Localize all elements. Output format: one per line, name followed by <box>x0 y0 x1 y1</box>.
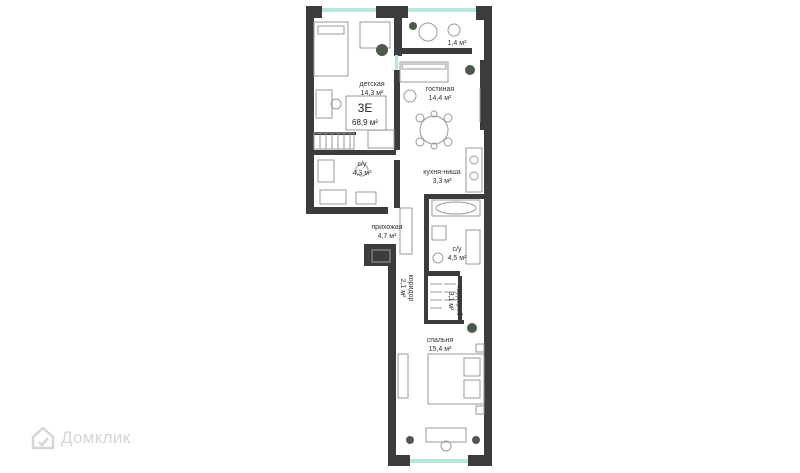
room-label-bath2: с/у 4,5 м² <box>442 245 472 263</box>
room-name: коридор <box>407 274 414 302</box>
room-name: с/у <box>452 246 462 253</box>
room-label-living: гостиная 14,4 м² <box>418 85 462 103</box>
room-label-bedroom: спальня 15,4 м² <box>418 336 462 354</box>
room-label-kids: детская 14,3 м² <box>350 80 394 98</box>
windows <box>322 8 476 463</box>
room-label-corridor: коридор 2,1 м² <box>398 268 414 308</box>
apartment-type: 3Е <box>357 101 373 115</box>
watermark: Домклик <box>30 425 130 451</box>
room-area: 14,4 м² <box>428 95 452 102</box>
room-label-balcony: 1,4 м² <box>440 39 474 48</box>
room-label-bath1: с/у 4,3 м² <box>340 160 384 178</box>
apartment-total-area: 68,9 м² <box>352 118 378 127</box>
room-label-kitchen: кухня-ниша 3,3 м² <box>412 168 472 186</box>
plants <box>376 22 480 444</box>
room-area: 4,7 м² <box>377 233 397 240</box>
room-name: спальня <box>426 337 454 344</box>
room-area: 3,3 м² <box>432 178 452 185</box>
room-label-hall: прихожая 4,7 м² <box>362 223 412 241</box>
room-name: с/у <box>357 161 367 168</box>
room-area: 1,4 м² <box>447 40 467 47</box>
room-area: 4,3 м² <box>352 170 372 177</box>
room-area: 15,4 м² <box>428 346 452 353</box>
room-name: гостиная <box>425 86 455 93</box>
room-area: 2,1 м² <box>399 278 406 298</box>
furniture <box>313 21 485 452</box>
room-area: 3,1 м² <box>447 291 454 311</box>
walls <box>306 6 492 466</box>
room-area: 14,3 м² <box>360 90 384 97</box>
room-label-wardrobe: гардероб 3,1 м² <box>446 281 462 321</box>
watermark-text: Домклик <box>61 428 131 447</box>
room-name: кухня-ниша <box>423 169 461 176</box>
room-area: 4,5 м² <box>447 255 467 262</box>
apartment-badge-frame <box>345 95 387 131</box>
room-name: детская <box>359 81 385 88</box>
room-name: прихожая <box>371 224 403 231</box>
domclick-logo-icon <box>31 426 55 450</box>
room-name: гардероб <box>455 286 462 316</box>
